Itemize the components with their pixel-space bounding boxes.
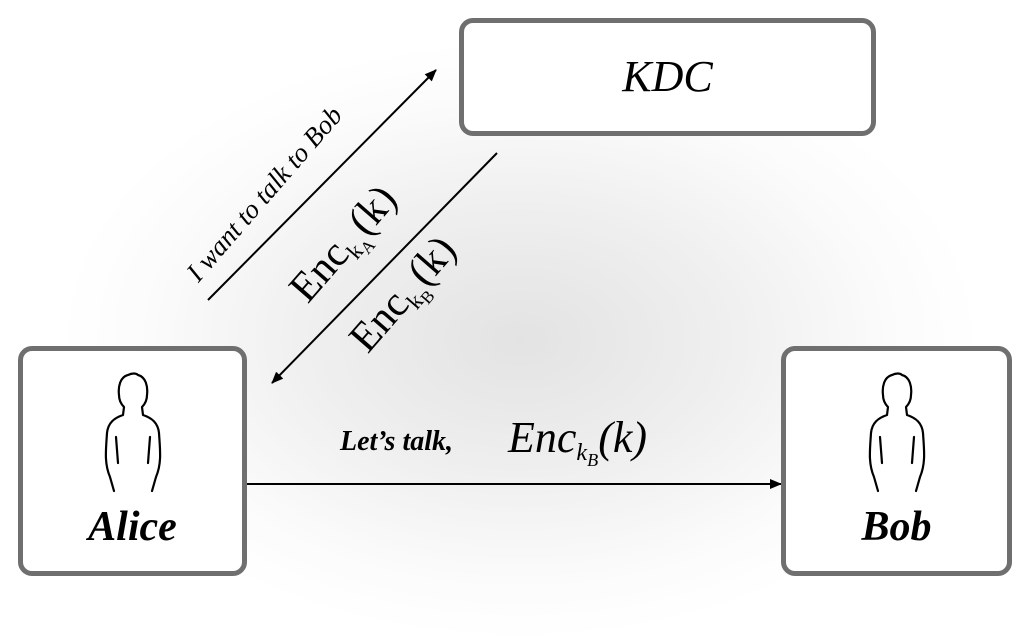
bob-box: Bob bbox=[781, 346, 1012, 576]
kdc-label: KDC bbox=[622, 52, 713, 101]
kdc-box: KDC bbox=[459, 18, 876, 136]
request-arrow bbox=[207, 69, 437, 301]
person-silhouette-icon bbox=[104, 372, 161, 493]
lets-talk-label: Let’s talk, bbox=[340, 426, 454, 457]
enc-msg-label: EnckB(k) bbox=[508, 412, 648, 470]
enc-msg-arg: (k) bbox=[598, 413, 648, 462]
bob-label: Bob bbox=[861, 504, 932, 550]
person-silhouette-icon bbox=[868, 372, 925, 493]
reply-arrow bbox=[271, 152, 498, 384]
alice-box: Alice bbox=[18, 346, 247, 576]
alice-label: Alice bbox=[88, 504, 177, 550]
arrows-layer bbox=[207, 69, 782, 489]
enc-msg-key: kB bbox=[576, 439, 599, 470]
enc-msg-base: Enc bbox=[508, 413, 577, 462]
